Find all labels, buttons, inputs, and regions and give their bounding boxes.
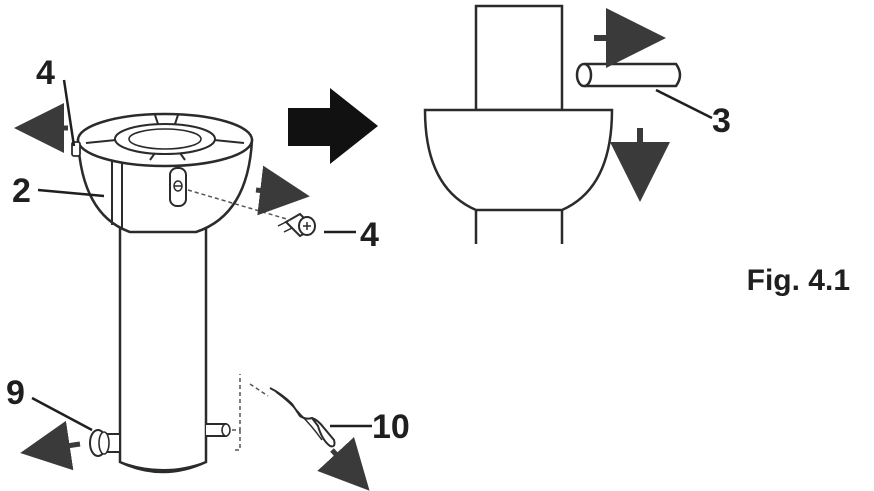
detail-bowl <box>423 108 614 212</box>
callout-4-screw: 4 <box>360 216 379 254</box>
callout-9: 9 <box>6 374 25 412</box>
figure-caption: Fig. 4.1 <box>746 264 850 297</box>
callout-4-top: 4 <box>36 54 55 92</box>
rod-3 <box>575 62 682 88</box>
callout-leaders <box>31 79 372 432</box>
cross-pin <box>206 423 231 437</box>
direction-arrow <box>288 88 378 164</box>
screw-4 <box>277 212 316 238</box>
callout-10: 10 <box>372 408 410 446</box>
tube-body <box>118 220 208 474</box>
callout-2: 2 <box>12 172 31 210</box>
detail-view <box>423 4 713 244</box>
motion-arrows <box>14 103 370 491</box>
clip-10 <box>269 387 336 448</box>
pin-9 <box>89 429 121 457</box>
callout-3: 3 <box>712 102 731 140</box>
tube-assembly <box>71 112 254 474</box>
